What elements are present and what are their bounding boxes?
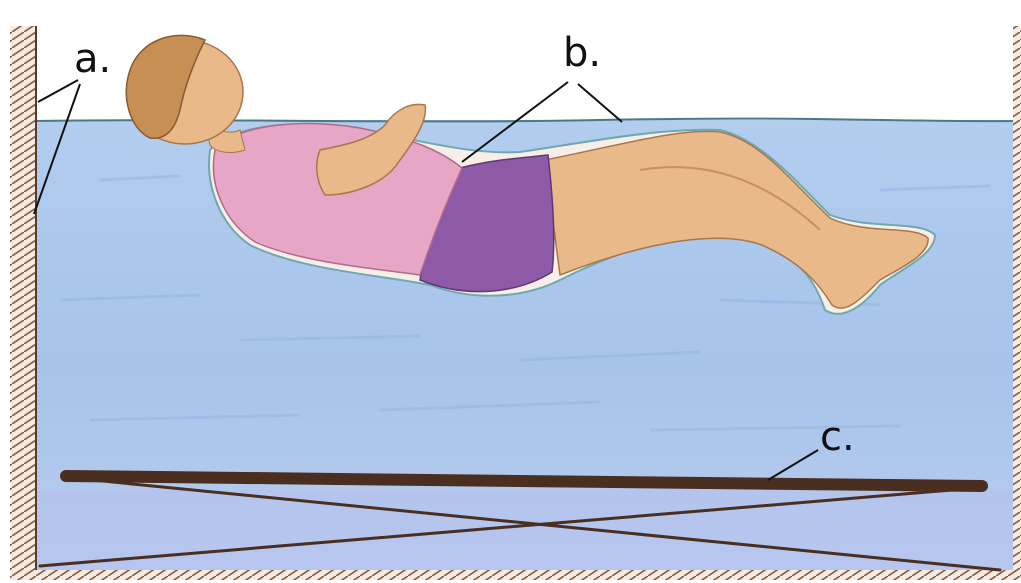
pool-wall-right [1013,26,1021,576]
pool-wall-left [10,26,36,576]
label-a: a. [74,36,111,82]
pool-floor [10,570,1021,580]
label-c: c. [820,414,855,460]
label-b: b. [563,30,601,76]
